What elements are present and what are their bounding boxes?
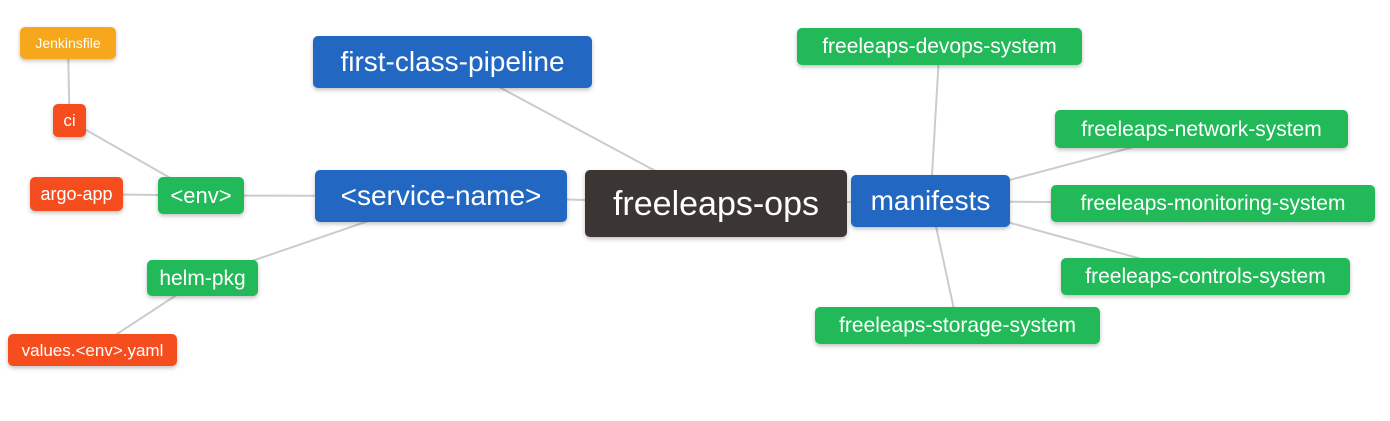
node-values-env-yaml[interactable]: values.<env>.yaml [8,334,177,366]
node-label-values-env-yaml: values.<env>.yaml [21,340,164,360]
node-label-helm-pkg: helm-pkg [159,266,246,290]
node-freeleaps-monitoring-system[interactable]: freeleaps-monitoring-system [1051,185,1375,222]
node-label-ci: ci [63,111,76,130]
node-first-class-pipeline[interactable]: first-class-pipeline [313,36,592,88]
node-manifests[interactable]: manifests [851,175,1010,227]
node-label-env: <env> [170,182,232,208]
node-label-freeleaps-devops-system: freeleaps-devops-system [822,35,1057,58]
node-argo-app[interactable]: argo-app [30,177,123,211]
node-label-jenkinsfile: Jenkinsfile [35,35,101,51]
node-label-argo-app: argo-app [40,184,113,204]
node-label-freeleaps-network-system: freeleaps-network-system [1081,117,1322,141]
node-jenkinsfile[interactable]: Jenkinsfile [20,27,116,59]
node-label-manifests: manifests [870,185,991,216]
node-freeleaps-devops-system[interactable]: freeleaps-devops-system [797,28,1082,65]
node-label-service-name: <service-name> [340,180,542,211]
node-service-name[interactable]: <service-name> [315,170,567,222]
node-helm-pkg[interactable]: helm-pkg [147,260,258,296]
node-label-freeleaps-storage-system: freeleaps-storage-system [839,314,1076,337]
node-freeleaps-controls-system[interactable]: freeleaps-controls-system [1061,258,1350,295]
node-label-freeleaps-monitoring-system: freeleaps-monitoring-system [1080,192,1346,215]
node-label-freeleaps-controls-system: freeleaps-controls-system [1085,265,1326,288]
node-label-first-class-pipeline: first-class-pipeline [340,46,565,77]
node-label-freeleaps-ops: freeleaps-ops [612,184,819,223]
node-ci[interactable]: ci [53,104,86,137]
node-freeleaps-storage-system[interactable]: freeleaps-storage-system [815,307,1100,344]
node-env[interactable]: <env> [158,177,244,214]
node-freeleaps-ops[interactable]: freeleaps-ops [585,170,847,237]
node-freeleaps-network-system[interactable]: freeleaps-network-system [1055,110,1348,148]
